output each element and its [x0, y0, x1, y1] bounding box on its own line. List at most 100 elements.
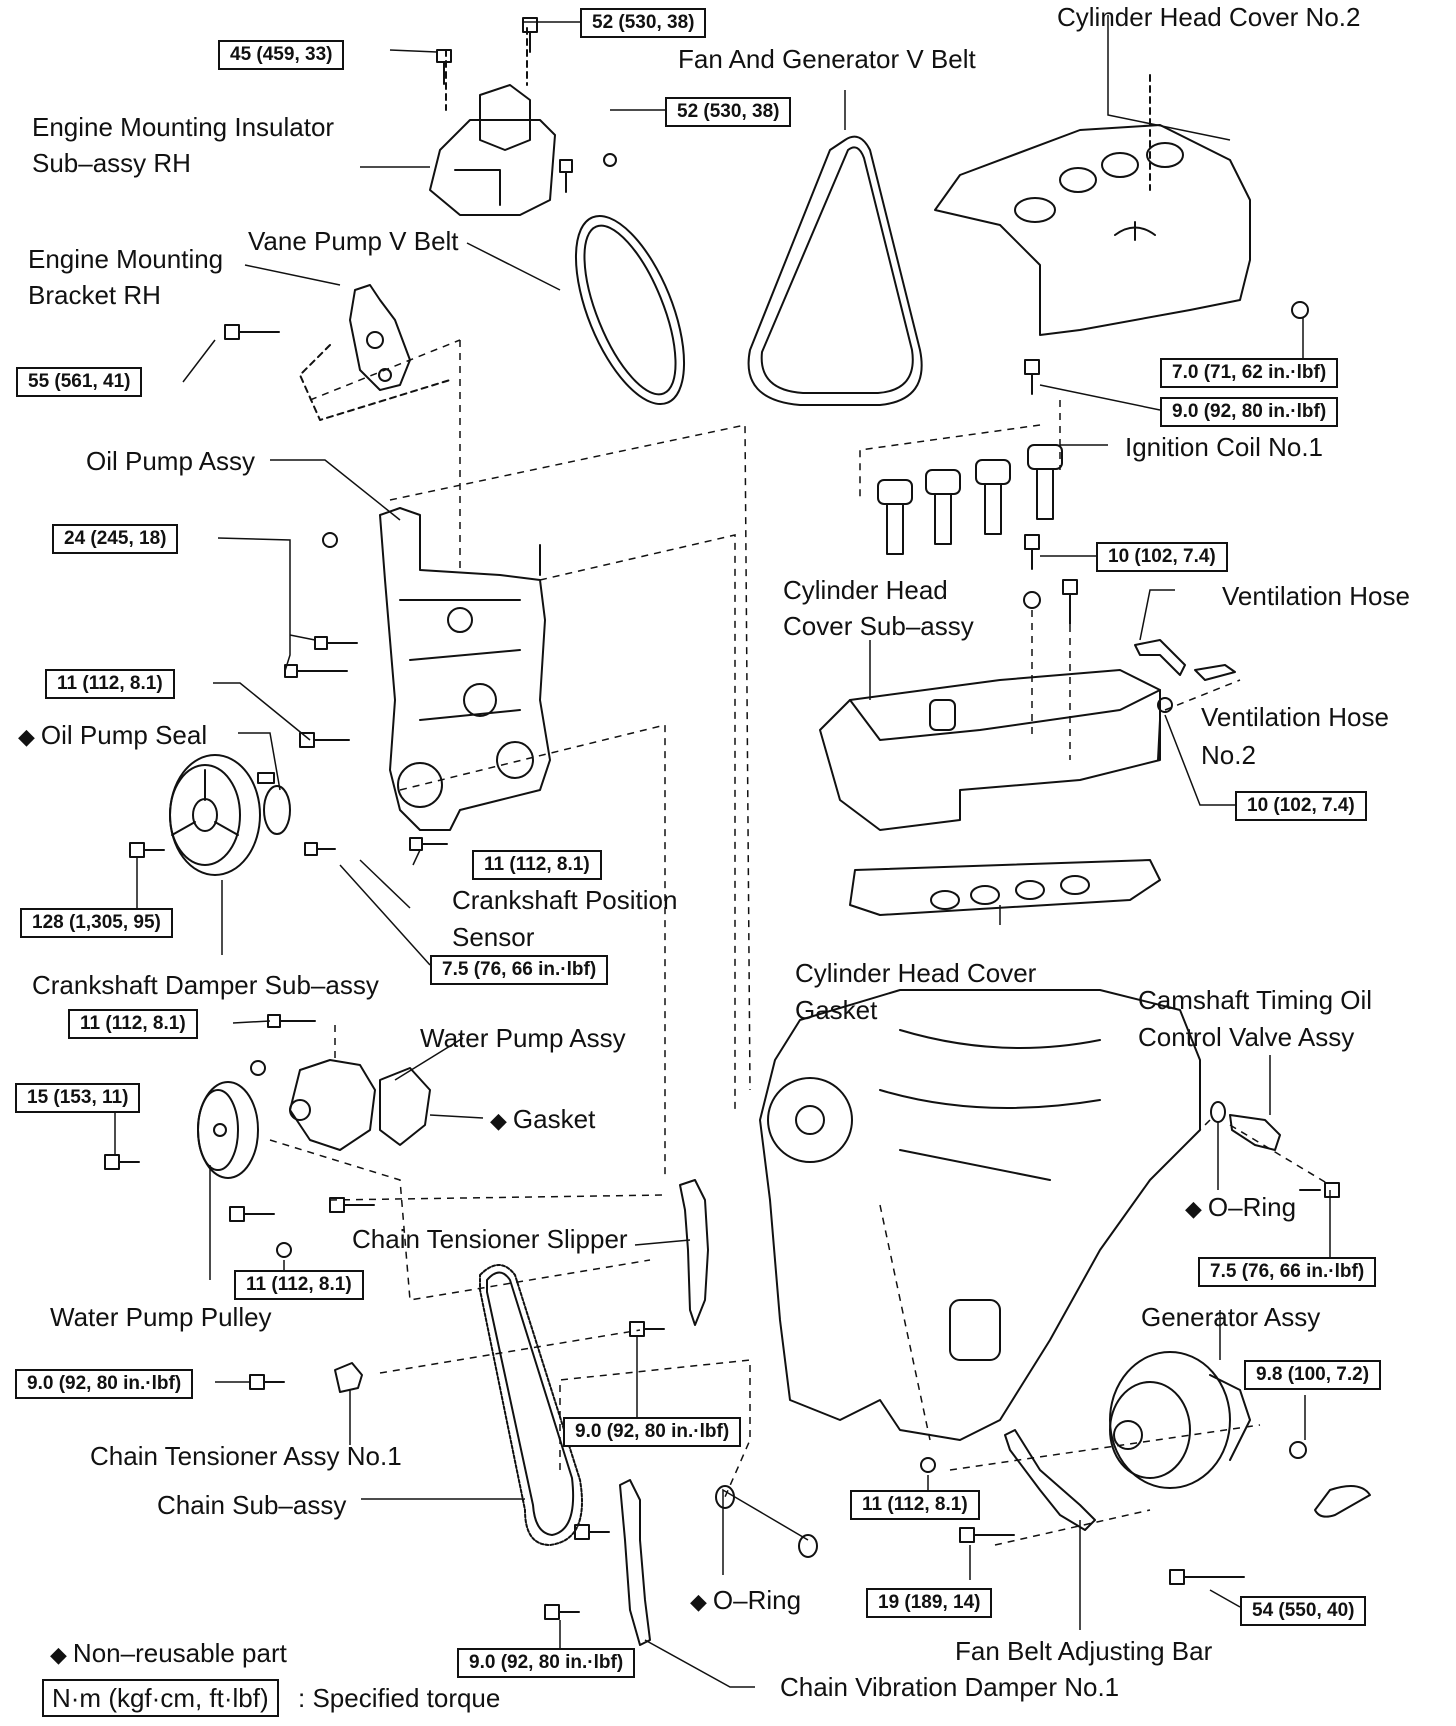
label-camshaft-timing-ocv-1: Camshaft Timing Oil	[1138, 985, 1373, 1015]
vane-pump-v-belt	[574, 214, 686, 406]
non-reusable-diamond-icon: ◆	[18, 724, 35, 749]
ventilation-hose-part	[1134, 639, 1186, 676]
legend-specified-torque: : Specified torque	[298, 1683, 501, 1713]
label-ignition-coil-no1: Ignition Coil No.1	[1125, 432, 1323, 462]
label-water-pump-pulley: Water Pump Pulley	[50, 1302, 272, 1332]
torque-box: 19 (189, 14)	[866, 1588, 993, 1618]
oil-pump-seal-part	[263, 785, 291, 835]
label-cylinder-head-cover-no2: Cylinder Head Cover No.2	[1057, 2, 1361, 32]
o-ring-lower-a	[715, 1485, 735, 1509]
torque-box: 7.5 (76, 66 in.·lbf)	[430, 955, 609, 985]
label-fan-generator-v-belt: Fan And Generator V Belt	[678, 44, 976, 74]
ignition-coil-parts	[877, 444, 1063, 555]
label-chain-vibration-damper: Chain Vibration Damper No.1	[780, 1672, 1120, 1702]
non-reusable-diamond-icon: ◆	[1185, 1196, 1202, 1221]
label-o-ring-upper: ◆O–Ring	[1185, 1192, 1296, 1224]
torque-box: 11 (112, 8.1)	[234, 1270, 364, 1300]
label-oil-pump-assy: Oil Pump Assy	[86, 446, 256, 476]
cylinder-head-cover-gasket-part	[849, 859, 1161, 916]
torque-box: 11 (112, 8.1)	[45, 669, 175, 699]
bolts	[104, 17, 1340, 1620]
cylinder-head-cover-no2-part	[934, 74, 1251, 336]
fan-generator-v-belt	[747, 135, 923, 406]
torque-box: 128 (1,305, 95)	[20, 908, 173, 938]
torque-box: 11 (112, 8.1)	[472, 850, 602, 880]
label-cylinder-head-cover-gasket-1: Cylinder Head Cover	[795, 958, 1037, 988]
torque-box: 9.0 (92, 80 in.·lbf)	[15, 1369, 194, 1399]
label-cylinder-head-cover-gasket-2: Gasket	[795, 995, 878, 1025]
alignment-lines	[269, 339, 1331, 1546]
chain-tensioner-slipper-part	[679, 1179, 709, 1326]
water-pump-part	[289, 1059, 431, 1151]
non-reusable-diamond-icon: ◆	[690, 1589, 707, 1614]
engine-mounting-bracket-part	[299, 284, 451, 421]
torque-box: 52 (530, 38)	[665, 97, 792, 127]
generator-part	[1109, 1351, 1251, 1489]
label-o-ring-lower-text: O–Ring	[712, 1585, 802, 1615]
label-crankshaft-position-sensor-1: Crankshaft Position	[452, 885, 678, 915]
label-o-ring-lower: ◆O–Ring	[690, 1585, 801, 1617]
label-engine-mounting-bracket-2: Bracket RH	[28, 280, 161, 310]
torque-box: 52 (530, 38)	[580, 8, 707, 38]
non-reusable-diamond-icon: ◆	[50, 1642, 67, 1667]
torque-box: 9.0 (92, 80 in.·lbf)	[1160, 397, 1339, 427]
torque-box: 7.0 (71, 62 in.·lbf)	[1160, 358, 1339, 388]
torque-box: 45 (459, 33)	[218, 40, 345, 70]
oil-pump-cover-part	[379, 507, 551, 831]
label-fan-belt-adjusting-bar: Fan Belt Adjusting Bar	[955, 1636, 1213, 1666]
label-crankshaft-position-sensor-2: Sensor	[452, 922, 535, 952]
label-ventilation-hose: Ventilation Hose	[1222, 581, 1410, 611]
o-ring-lower-b	[798, 1534, 818, 1558]
ventilation-hose-no2-part	[1194, 664, 1236, 681]
fan-belt-adjusting-bar-part	[1004, 1429, 1096, 1531]
leader-lines	[114, 15, 1331, 1688]
label-cylinder-head-cover-sub-2: Cover Sub–assy	[783, 611, 974, 641]
timing-chain-part	[479, 1264, 583, 1546]
label-engine-mounting-insulator-1: Engine Mounting Insulator	[32, 112, 335, 142]
label-ventilation-hose-no2-2: No.2	[1201, 740, 1256, 770]
label-camshaft-timing-ocv-2: Control Valve Assy	[1138, 1022, 1355, 1052]
ocv-part	[1229, 1114, 1281, 1151]
chain-vibration-damper-part	[619, 1479, 651, 1646]
label-gasket: ◆Gasket	[490, 1104, 595, 1136]
engine-mounting-insulator-part	[429, 27, 556, 216]
torque-box: 7.5 (76, 66 in.·lbf)	[1198, 1257, 1377, 1287]
torque-box: 9.8 (100, 7.2)	[1244, 1360, 1382, 1390]
label-oil-pump-seal-text: Oil Pump Seal	[40, 720, 208, 750]
label-vane-pump-v-belt: Vane Pump V Belt	[248, 226, 459, 256]
label-engine-mounting-bracket-1: Engine Mounting	[28, 244, 224, 274]
label-chain-tensioner-assy-no1: Chain Tensioner Assy No.1	[90, 1441, 402, 1471]
label-gasket-text: Gasket	[512, 1104, 596, 1134]
engine-block-part	[759, 989, 1201, 1441]
label-engine-mounting-insulator-2: Sub–assy RH	[32, 148, 191, 178]
legend-torque-unit-box: N·m (kgf·cm, ft·lbf)	[42, 1679, 279, 1717]
label-o-ring-upper-text: O–Ring	[1207, 1192, 1297, 1222]
legend-non-reusable-text: Non–reusable part	[72, 1638, 287, 1668]
non-reusable-diamond-icon: ◆	[490, 1108, 507, 1133]
label-oil-pump-seal: ◆Oil Pump Seal	[18, 720, 207, 752]
label-generator-assy: Generator Assy	[1141, 1302, 1321, 1332]
torque-box: 10 (102, 7.4)	[1235, 791, 1367, 821]
chain-tensioner-part	[334, 1362, 363, 1393]
torque-box: 9.0 (92, 80 in.·lbf)	[563, 1417, 742, 1447]
legend-non-reusable: ◆Non–reusable part	[50, 1638, 287, 1670]
torque-box: 10 (102, 7.4)	[1096, 542, 1228, 572]
label-chain-tensioner-slipper: Chain Tensioner Slipper	[352, 1224, 628, 1254]
torque-box: 9.0 (92, 80 in.·lbf)	[457, 1648, 636, 1678]
o-ring-upper	[1210, 1101, 1226, 1123]
label-ventilation-hose-no2-1: Ventilation Hose	[1201, 702, 1389, 732]
torque-box: 54 (550, 40)	[1240, 1596, 1367, 1626]
label-chain-sub-assy: Chain Sub–assy	[157, 1490, 347, 1520]
label-cylinder-head-cover-sub-1: Cylinder Head	[783, 575, 948, 605]
torque-box: 15 (153, 11)	[15, 1083, 141, 1113]
cylinder-head-cover-part	[819, 669, 1161, 831]
torque-box: 11 (112, 8.1)	[850, 1490, 980, 1520]
torque-box: 24 (245, 18)	[52, 524, 179, 554]
water-pump-pulley-part	[197, 1081, 259, 1179]
crankshaft-damper-part	[169, 754, 261, 876]
torque-box: 11 (112, 8.1)	[68, 1009, 198, 1039]
torque-box: 55 (561, 41)	[16, 367, 143, 397]
label-crankshaft-damper: Crankshaft Damper Sub–assy	[32, 970, 379, 1000]
